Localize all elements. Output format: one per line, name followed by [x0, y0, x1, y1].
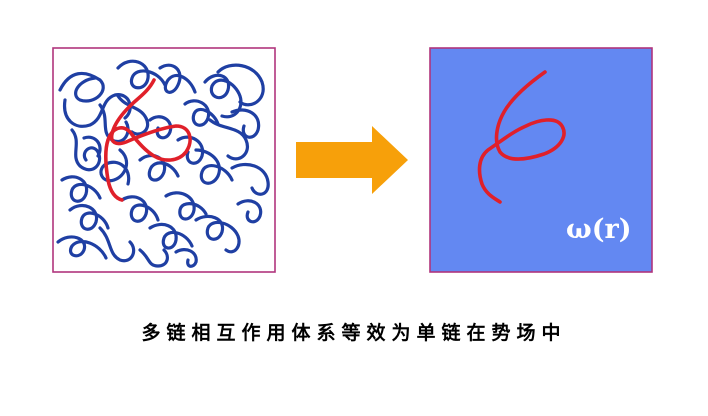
blue-chain [203, 73, 243, 119]
blue-chain [148, 115, 173, 140]
blue-chain [56, 235, 108, 260]
blue-chain [230, 108, 261, 139]
blue-chain [68, 204, 110, 231]
multi-chain-panel [52, 47, 276, 273]
blue-chain [148, 222, 194, 250]
blue-chain [174, 248, 198, 268]
highlight-chain-in-melt [103, 78, 192, 202]
blue-chain [120, 195, 160, 223]
blue-chain [236, 199, 263, 224]
blue-chain [208, 118, 249, 161]
blue-chain [82, 135, 102, 158]
blue-chain [230, 162, 270, 196]
blue-chain [60, 175, 102, 203]
blue-chain [70, 128, 102, 172]
blue-chain [58, 71, 105, 103]
blue-chain [164, 191, 208, 221]
blue-chain [98, 226, 136, 263]
diagram-caption: 多链相互作用体系等效为单链在势场中 [141, 322, 567, 344]
field-label: ω(r) [566, 214, 632, 245]
blue-chain [116, 94, 150, 136]
blue-chain [138, 248, 169, 268]
blue-chain [216, 63, 265, 107]
blue-chain [116, 59, 167, 90]
potential-field-box [429, 47, 653, 273]
blue-chain [158, 63, 197, 94]
blue-chain [194, 214, 241, 254]
single-chain-panel [429, 47, 653, 273]
blue-chain [99, 148, 131, 186]
single-chain [477, 70, 566, 204]
blue-chain [194, 148, 234, 185]
blue-chain [183, 99, 220, 127]
equivalence-arrow [296, 126, 408, 194]
